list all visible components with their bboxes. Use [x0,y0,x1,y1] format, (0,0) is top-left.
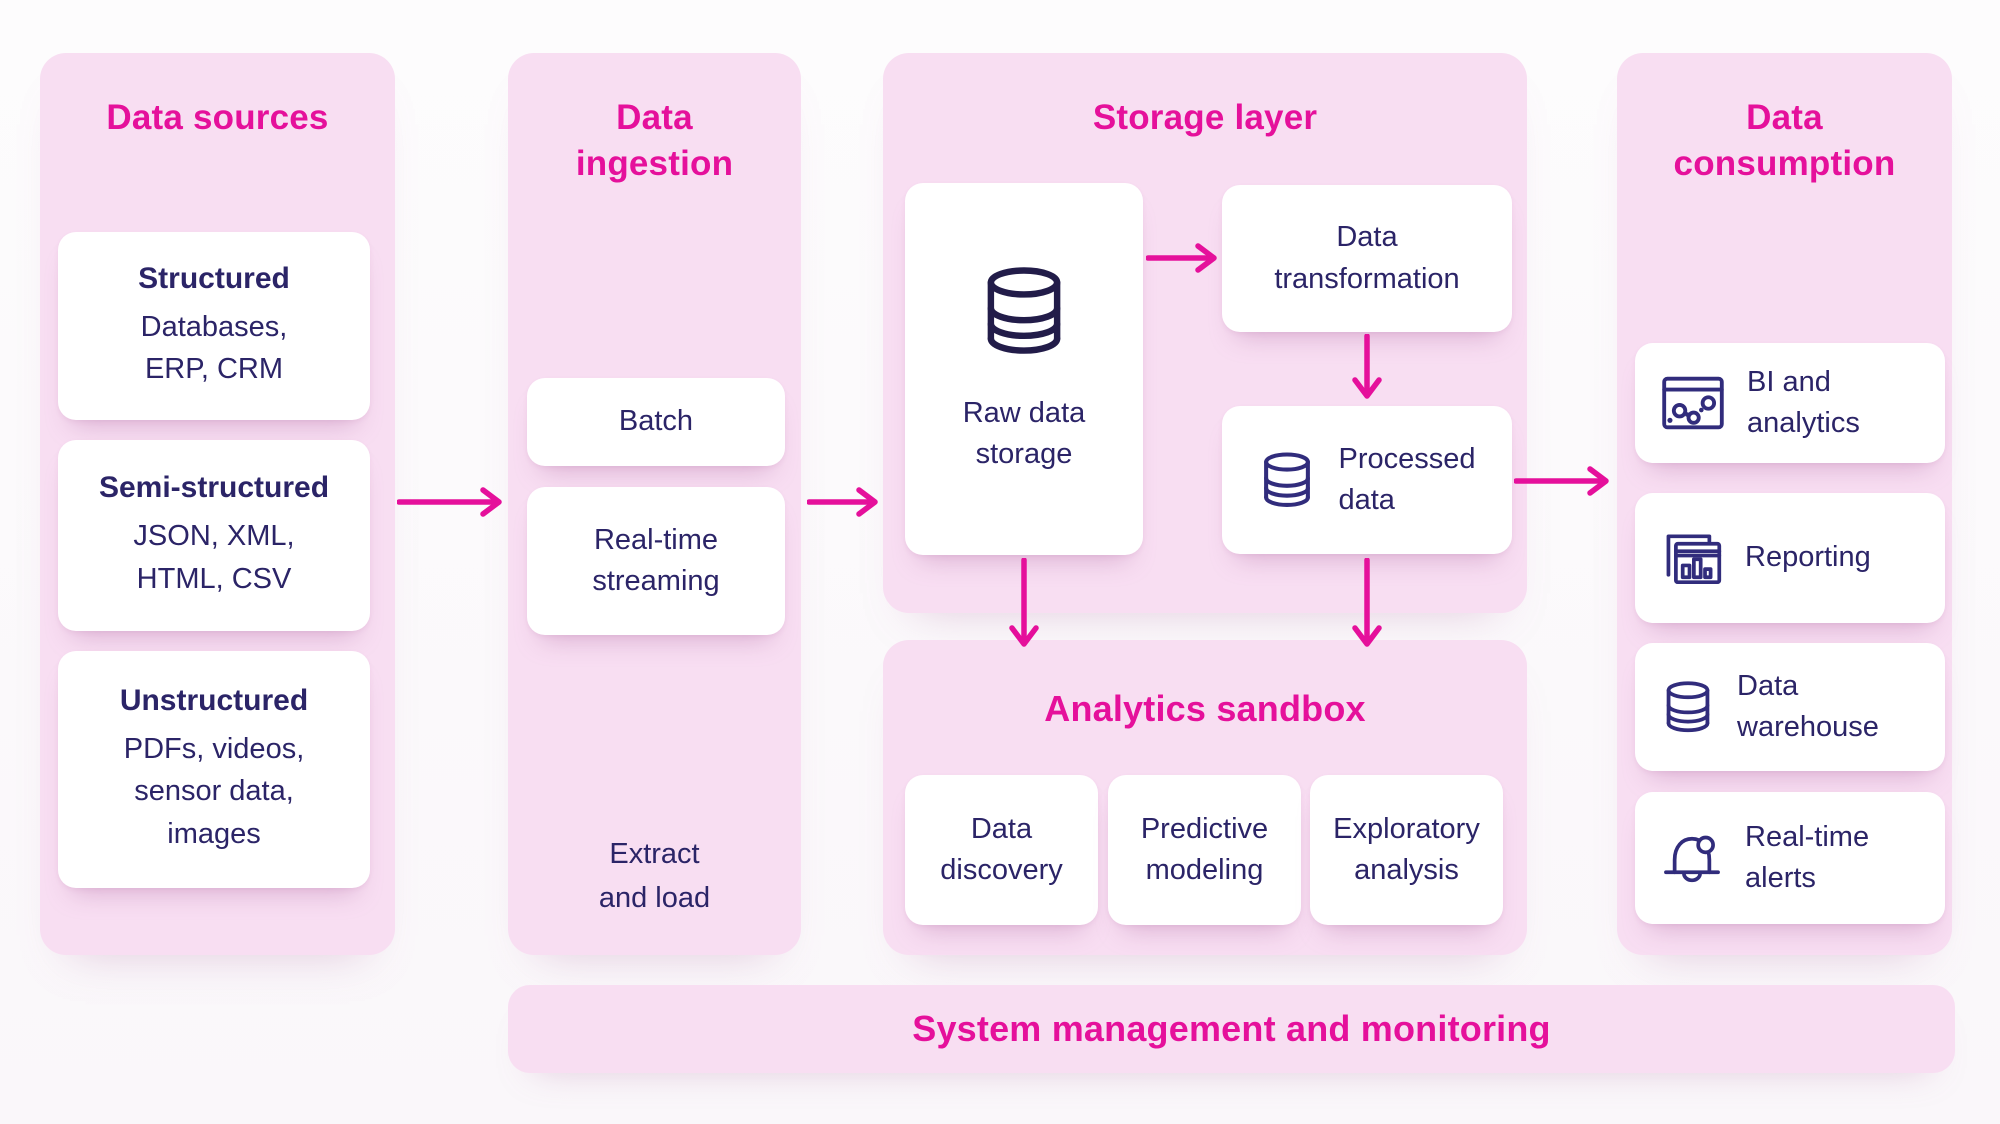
card-semi-structured-body: JSON, XML, HTML, CSV [133,520,295,595]
card-real-time-streaming: Real-time streaming [527,487,785,635]
arrow-processed-to-sandbox [1349,558,1385,652]
panel-title-analytics-sandbox: Analytics sandbox [1044,688,1366,729]
card-exploratory-analysis-label: Exploratory analysis [1333,812,1480,886]
panel-analytics-sandbox: Analytics sandbox Data discovery Predict… [883,640,1527,955]
system-management-bar: System management and monitoring [508,985,1955,1073]
database-icon [1258,449,1316,511]
database-icon [1661,678,1715,736]
arrow-processed-to-consumption [1514,463,1614,499]
card-unstructured-body: PDFs, videos, sensor data, images [123,733,305,850]
card-semi-structured: Semi-structured JSON, XML, HTML, CSV [58,440,370,631]
panel-title-data-ingestion: Data ingestion [575,98,734,183]
arrow-transformation-to-processed [1349,334,1385,404]
card-batch: Batch [527,378,785,466]
card-data-warehouse-label: Data warehouse [1737,669,1879,743]
card-data-discovery-label: Data discovery [940,812,1063,886]
card-reporting: Reporting [1635,493,1945,623]
card-structured-title: Structured [138,261,290,295]
card-real-time-alerts-label: Real-time alerts [1745,820,1870,894]
card-real-time-streaming-label: Real-time streaming [592,523,720,597]
card-bi-and-analytics-label: BI and analytics [1747,365,1860,439]
card-predictive-modeling: Predictive modeling [1108,775,1301,925]
card-unstructured-title: Unstructured [119,684,309,718]
arrow-sources-to-ingestion [397,484,507,520]
card-data-transformation: Data transformation [1222,185,1512,332]
card-exploratory-analysis: Exploratory analysis [1310,775,1503,925]
card-data-discovery: Data discovery [905,775,1098,925]
card-data-warehouse: Data warehouse [1635,643,1945,771]
card-bi-and-analytics: BI and analytics [1635,343,1945,463]
panel-data-ingestion: Data ingestion Batch Real-time streaming… [508,53,801,955]
card-unstructured: Unstructured PDFs, videos, sensor data, … [58,651,370,888]
card-real-time-alerts: Real-time alerts [1635,792,1945,924]
panel-title-storage-layer: Storage layer [1092,98,1318,137]
card-reporting-label: Reporting [1745,541,1871,574]
card-batch-label: Batch [618,405,694,438]
card-structured: Structured Databases, ERP, CRM [58,232,370,420]
panel-data-sources: Data sources Structured Databases, ERP, … [40,53,395,955]
database-icon [978,263,1070,359]
card-processed-data-label: Processed data [1338,442,1476,516]
card-data-transformation-label: Data transformation [1274,221,1460,295]
card-semi-structured-title: Semi-structured [98,471,330,505]
panel-storage-layer: Storage layer Raw data storage Data tran… [883,53,1527,613]
card-raw-data-storage: Raw data storage [905,183,1143,555]
card-structured-body: Databases, ERP, CRM [140,310,288,385]
panel-title-data-sources: Data sources [106,98,329,137]
extract-and-load-label: Extract and load [598,838,711,914]
panel-data-consumption: Data consumption BI and analytics [1617,53,1952,955]
bell-icon [1661,829,1723,887]
arrow-ingestion-to-storage [807,484,883,520]
arrow-raw-to-sandbox [1006,558,1042,652]
panel-title-data-consumption: Data consumption [1673,98,1896,183]
system-management-bar-title: System management and monitoring [912,1008,1551,1049]
arrow-raw-to-transformation [1146,240,1222,276]
bi-analytics-icon [1661,375,1725,431]
card-processed-data: Processed data [1222,406,1512,554]
card-raw-data-storage-label: Raw data storage [962,396,1086,470]
reporting-icon [1661,529,1723,587]
card-predictive-modeling-label: Predictive modeling [1140,812,1269,886]
